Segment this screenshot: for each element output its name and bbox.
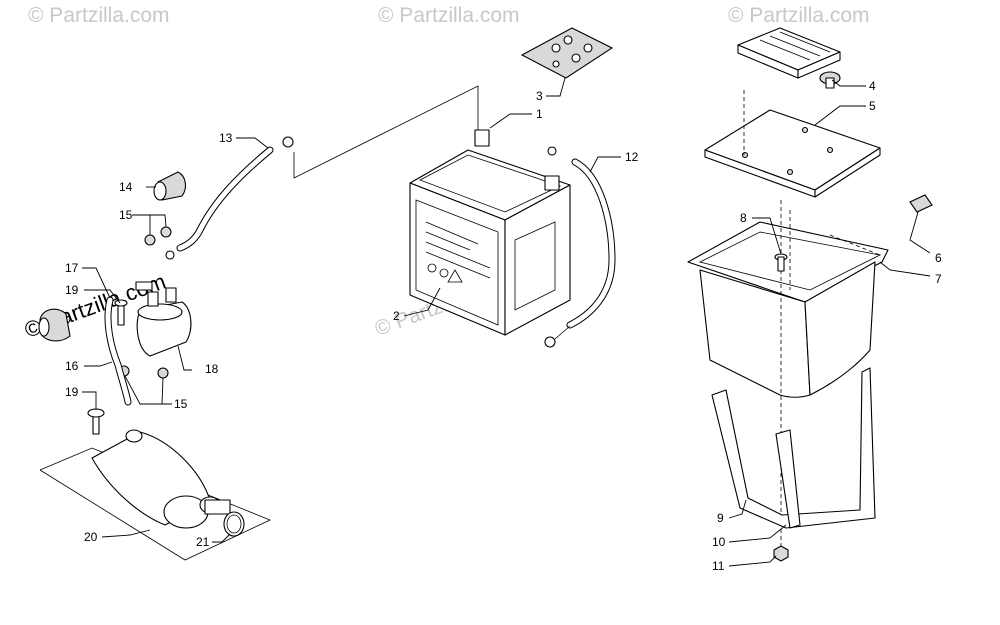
watermark-text: © Partzilla.com (378, 4, 520, 27)
bracket (775, 429, 801, 529)
strap (711, 367, 876, 529)
terminal-negative (544, 175, 560, 191)
nut (773, 545, 789, 562)
solenoid-cover (38, 308, 71, 342)
callout-17: 17 (65, 261, 79, 275)
callout-20: 20 (84, 530, 98, 544)
callout-labels: 1 2 3 4 5 6 7 8 9 10 11 12 13 14 15 16 1… (65, 79, 942, 573)
leader-lines (82, 77, 931, 567)
callout-5: 5 (869, 99, 876, 113)
callout-6: 6 (935, 251, 942, 265)
knob (819, 71, 841, 89)
bolt (774, 253, 788, 272)
callout-11: 11 (712, 559, 725, 573)
callout-12: 12 (625, 150, 639, 164)
callout-10: 10 (712, 535, 726, 549)
starter-motor (39, 429, 271, 561)
cable-12 (544, 146, 616, 348)
cable-13 (165, 136, 294, 260)
callout-16: 16 (65, 359, 79, 373)
fuse-module (737, 27, 841, 79)
callout-1: 1 (536, 107, 543, 121)
callout-4: 4 (869, 79, 876, 93)
reference-line (293, 85, 479, 179)
starter-solenoid (135, 281, 192, 357)
callout-21: 21 (196, 535, 210, 549)
callout-15: 15 (174, 397, 188, 411)
callout-3: 3 (536, 89, 543, 103)
callout-14: 14 (119, 180, 133, 194)
callout-13: 13 (219, 131, 233, 145)
terminal-positive (474, 129, 490, 147)
callout-8: 8 (740, 211, 747, 225)
callout-19: 19 (65, 385, 79, 399)
callout-18: 18 (205, 362, 219, 376)
callout-9: 9 (717, 511, 724, 525)
callout-15: 15 (119, 208, 133, 222)
callout-7: 7 (935, 272, 942, 286)
terminal-boot (153, 171, 187, 201)
battery-box (687, 210, 889, 398)
callout-19: 19 (65, 283, 79, 297)
battery (409, 129, 571, 336)
terminal-hardware-kit (520, 27, 614, 79)
watermark-text: © Partzilla.com (28, 4, 170, 27)
clip (909, 194, 933, 213)
watermark-text: © Partzilla.com (728, 4, 870, 27)
callout-2: 2 (393, 309, 400, 323)
battery-plate (704, 109, 881, 198)
